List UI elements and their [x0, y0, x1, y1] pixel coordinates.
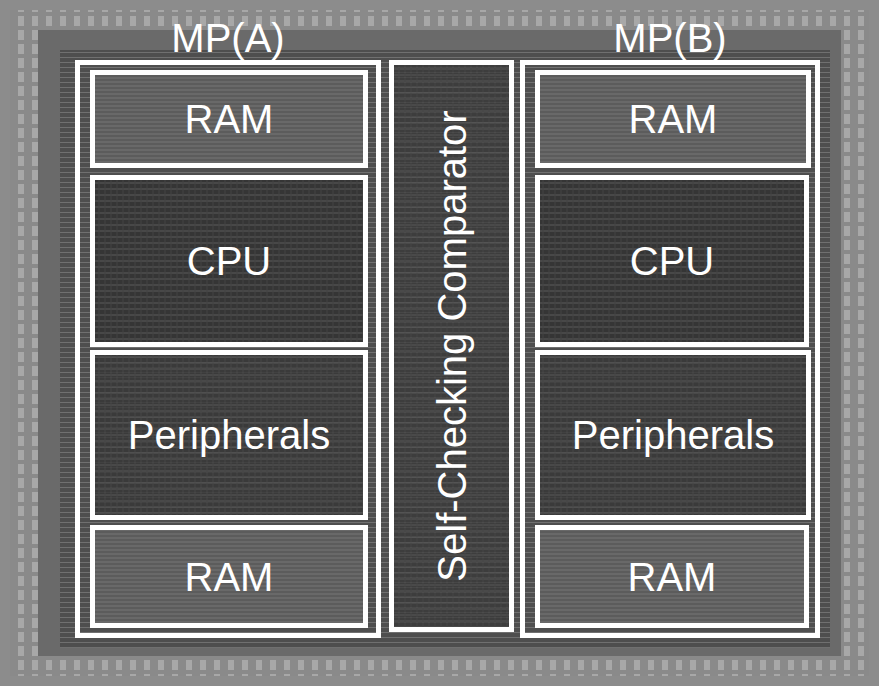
block-label: Peripherals [128, 415, 330, 455]
die-core [38, 30, 841, 656]
ram-block: RAM [90, 70, 368, 168]
ram-block: RAM [90, 525, 368, 628]
block-title: MP(B) [613, 18, 726, 58]
block-label: RAM [629, 99, 718, 139]
pad-ring [10, 10, 869, 676]
block-label: CPU [187, 241, 271, 281]
block-label: RAM [628, 557, 717, 597]
cpu-block: CPU [90, 175, 368, 347]
cpu-logic [92, 177, 365, 345]
logic-area [60, 50, 830, 648]
ram-array [537, 527, 808, 625]
ram-block: RAM [535, 70, 811, 168]
ram-block: RAM [535, 525, 809, 628]
processor-block: MP(B)RAMCPUPeripheralsRAM [520, 60, 820, 638]
block-label: CPU [630, 241, 714, 281]
ram-array [92, 72, 365, 165]
block-title: MP(A) [171, 18, 284, 58]
block-label: RAM [185, 557, 274, 597]
block-label: Self-Checking Comparator [432, 110, 472, 581]
block-label: RAM [185, 99, 274, 139]
cpu-block: CPU [535, 175, 809, 347]
comparator-logic [392, 62, 510, 628]
comparator-block: Self-Checking Comparator [389, 60, 514, 632]
ram-array [92, 527, 365, 625]
peripherals-block: Peripherals [90, 350, 368, 520]
block-label: Peripherals [572, 415, 774, 455]
peripheral-logic [537, 352, 808, 517]
peripherals-block: Peripherals [535, 350, 811, 520]
ram-array [537, 72, 808, 165]
cpu-logic [537, 177, 808, 345]
peripheral-logic [92, 352, 365, 517]
processor-block: MP(A)RAMCPUPeripheralsRAM [75, 60, 381, 638]
